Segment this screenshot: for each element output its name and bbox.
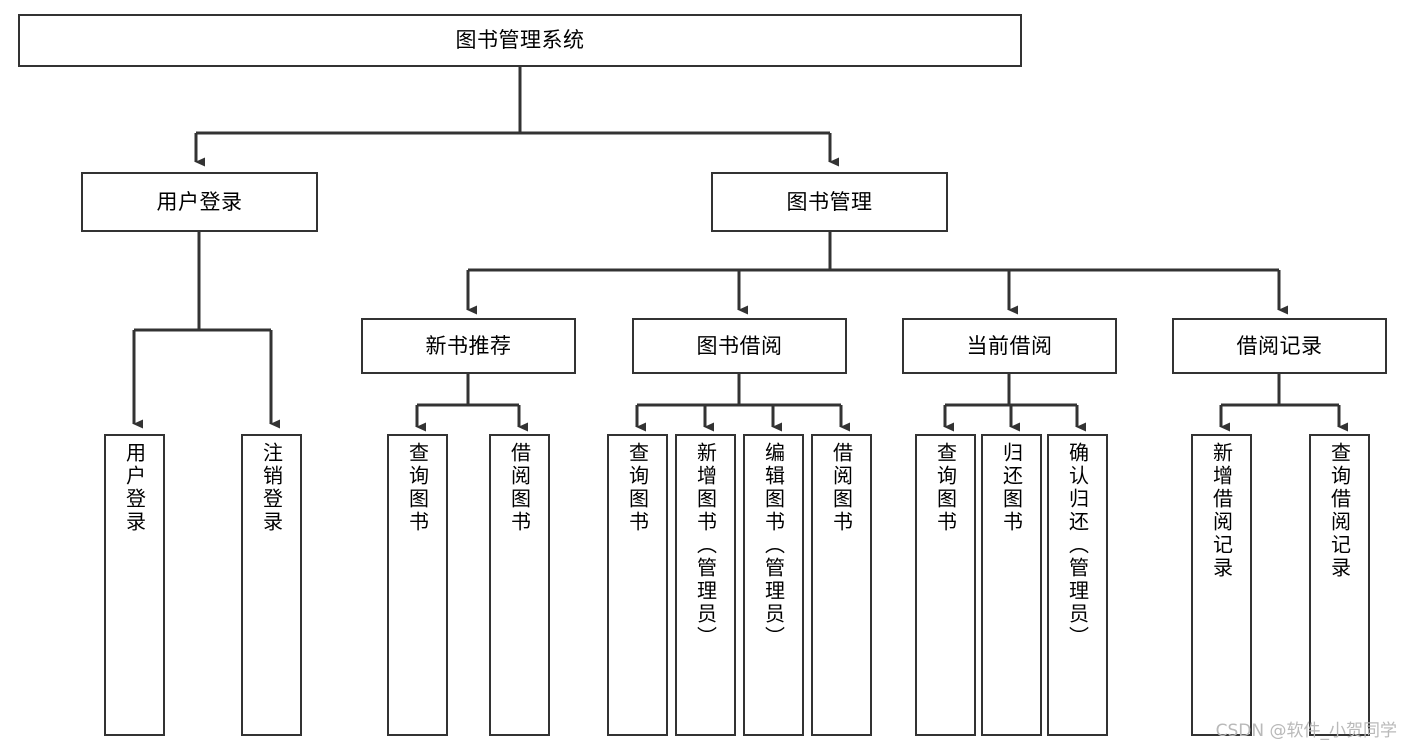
node-leaf-query-record-label: 查询借阅记录 [1327, 442, 1352, 580]
node-leaf-confirm-return[interactable]: 确认归还（管理员） [1047, 434, 1108, 736]
node-leaf-borrow-book-1[interactable]: 借阅图书 [489, 434, 550, 736]
node-book-manage[interactable]: 图书管理 [711, 172, 948, 232]
node-leaf-add-book[interactable]: 新增图书（管理员） [675, 434, 736, 736]
node-leaf-query-record[interactable]: 查询借阅记录 [1309, 434, 1370, 736]
node-leaf-borrow-book-1-label: 借阅图书 [507, 442, 532, 534]
node-leaf-add-record-label: 新增借阅记录 [1209, 442, 1234, 580]
node-book-manage-label: 图书管理 [786, 189, 873, 214]
node-root-label: 图书管理系统 [455, 28, 585, 53]
node-leaf-add-book-label: 新增图书（管理员） [693, 442, 718, 649]
node-leaf-return-book[interactable]: 归还图书 [981, 434, 1042, 736]
node-leaf-query-book-2[interactable]: 查询图书 [607, 434, 668, 736]
node-leaf-query-book-3-label: 查询图书 [933, 442, 958, 534]
node-book-borrow[interactable]: 图书借阅 [632, 318, 847, 374]
node-current-borrow[interactable]: 当前借阅 [902, 318, 1117, 374]
node-user-login[interactable]: 用户登录 [81, 172, 318, 232]
node-new-book-recommend-label: 新书推荐 [425, 333, 512, 358]
node-leaf-user-login[interactable]: 用户登录 [104, 434, 165, 736]
node-leaf-add-record[interactable]: 新增借阅记录 [1191, 434, 1252, 736]
node-leaf-edit-book-label: 编辑图书（管理员） [761, 442, 786, 649]
csdn-watermark: CSDN @软件_小贺同学 [1215, 721, 1397, 741]
node-leaf-logout-login[interactable]: 注销登录 [241, 434, 302, 736]
node-leaf-query-book-2-label: 查询图书 [625, 442, 650, 534]
node-root[interactable]: 图书管理系统 [18, 14, 1022, 67]
node-user-login-label: 用户登录 [156, 189, 243, 214]
node-leaf-user-login-label: 用户登录 [122, 442, 147, 534]
node-leaf-query-book-1[interactable]: 查询图书 [387, 434, 448, 736]
node-current-borrow-label: 当前借阅 [966, 333, 1053, 358]
node-leaf-logout-login-label: 注销登录 [259, 442, 284, 534]
node-leaf-return-book-label: 归还图书 [999, 442, 1024, 534]
node-leaf-borrow-book-2[interactable]: 借阅图书 [811, 434, 872, 736]
node-leaf-query-book-1-label: 查询图书 [405, 442, 430, 534]
node-borrow-record[interactable]: 借阅记录 [1172, 318, 1387, 374]
node-leaf-borrow-book-2-label: 借阅图书 [829, 442, 854, 534]
node-borrow-record-label: 借阅记录 [1236, 333, 1323, 358]
node-leaf-confirm-return-label: 确认归还（管理员） [1065, 442, 1090, 649]
node-leaf-edit-book[interactable]: 编辑图书（管理员） [743, 434, 804, 736]
node-book-borrow-label: 图书借阅 [696, 333, 783, 358]
node-leaf-query-book-3[interactable]: 查询图书 [915, 434, 976, 736]
node-new-book-recommend[interactable]: 新书推荐 [361, 318, 576, 374]
